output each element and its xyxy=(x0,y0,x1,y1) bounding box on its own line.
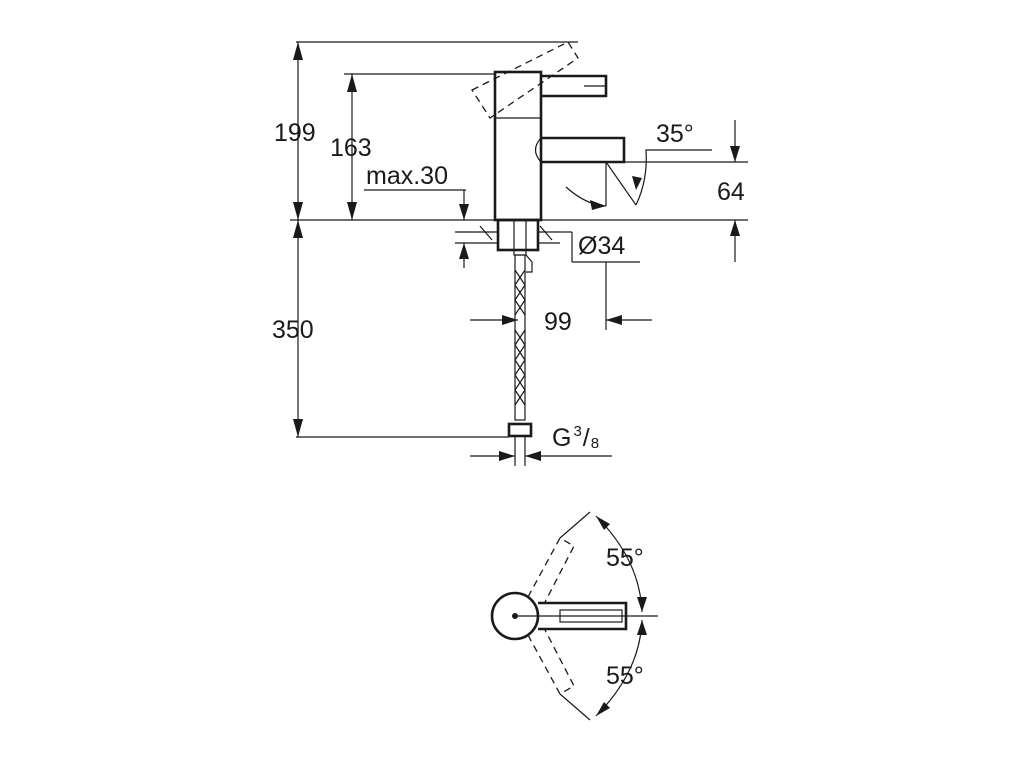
ext-line-rotated-down xyxy=(559,693,591,721)
hatch-2 xyxy=(539,225,553,241)
spout xyxy=(541,136,626,164)
arrow-upper-start xyxy=(596,516,610,530)
ext-line-rotated-up xyxy=(559,511,591,539)
arrow-163-top xyxy=(347,74,357,92)
arrow-199-top xyxy=(293,42,303,60)
arrow-64-top xyxy=(730,146,740,162)
arrow-163-bottom xyxy=(347,202,357,220)
arrow-g-right xyxy=(525,451,541,461)
label-spout-height: 163 xyxy=(330,134,372,162)
hatch-1 xyxy=(479,225,493,241)
hose-braid xyxy=(514,269,526,406)
mounting-nut xyxy=(496,218,540,252)
faucet-body xyxy=(493,70,543,222)
label-connection-num: 3 xyxy=(573,423,581,440)
side-view: 199 163 max.30 35° 64 Ø34 xyxy=(272,41,748,466)
spout-curve xyxy=(534,137,542,163)
label-lever-angle-lower: 55° xyxy=(606,662,644,690)
arrow-lower-start xyxy=(637,620,647,635)
arrow-99-right xyxy=(606,315,622,325)
arrow-lower-end xyxy=(596,702,610,716)
arrow-angle-left xyxy=(590,200,606,210)
label-projection: 99 xyxy=(544,308,572,336)
arrow-max30-top xyxy=(459,204,469,220)
angle-leader xyxy=(635,149,712,206)
label-spout-angle: 35° xyxy=(656,120,694,148)
label-max-deck: max.30 xyxy=(366,162,448,190)
arrow-g-left xyxy=(499,451,515,461)
angle-ray xyxy=(605,161,637,206)
label-connection-den: 8 xyxy=(591,435,599,452)
top-view: 55° 55° xyxy=(490,511,658,721)
flexible-hose xyxy=(514,254,526,421)
label-overall-height: 199 xyxy=(274,119,316,147)
arrow-max30-bottom xyxy=(459,243,469,259)
lever-swing-outline xyxy=(471,41,579,119)
label-outlet-height: 64 xyxy=(717,178,745,206)
arrow-angle-right xyxy=(632,176,642,190)
label-connection-main: G xyxy=(552,424,571,452)
hose-clip xyxy=(525,254,533,273)
angle-arc-left xyxy=(565,186,607,207)
arrow-350-top xyxy=(293,220,303,238)
label-connection-slash: / xyxy=(583,424,590,452)
arrow-199-bottom xyxy=(293,202,303,220)
arrow-350-bottom xyxy=(293,419,303,437)
label-lever-angle-upper: 55° xyxy=(606,544,644,572)
lever-rotated-down xyxy=(527,627,575,695)
arrow-99-left xyxy=(502,315,518,325)
label-hose-length: 350 xyxy=(272,316,314,344)
hose-connector xyxy=(507,422,533,438)
label-base-diameter: Ø34 xyxy=(578,232,625,260)
arrow-64-bottom xyxy=(730,220,740,236)
lever-rotated-up xyxy=(527,537,575,605)
arrow-upper-end xyxy=(637,597,647,612)
